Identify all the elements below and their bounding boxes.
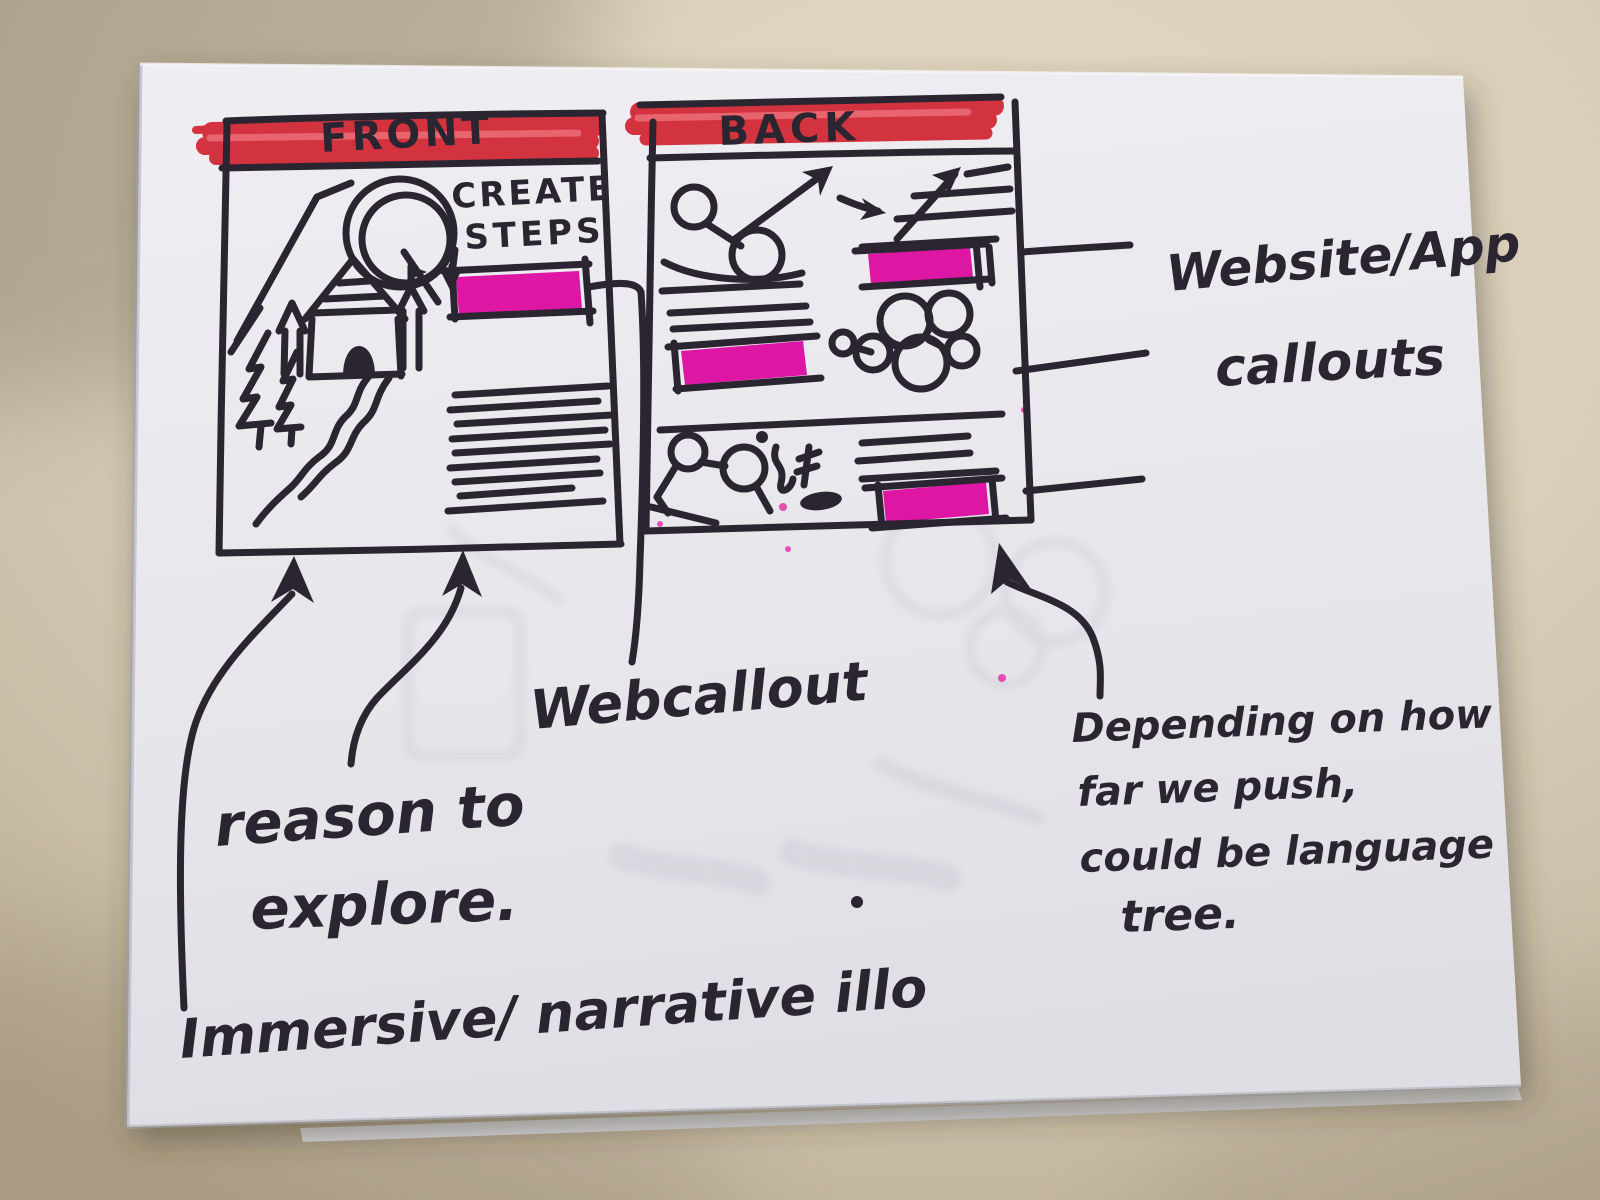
front-header-highlight bbox=[192, 116, 606, 165]
immersive-arrowhead bbox=[271, 556, 314, 603]
website-app-callouts-label-line2: callouts bbox=[1214, 327, 1447, 399]
depending-arrowhead bbox=[991, 543, 1031, 594]
squiggle-marks bbox=[771, 443, 797, 494]
castle-flag bbox=[411, 266, 427, 279]
front-panel-border bbox=[215, 109, 625, 557]
back-panel-title: BACK bbox=[718, 104, 861, 155]
reason-arrowhead bbox=[442, 550, 482, 597]
depending-note-line2: far we push, bbox=[1077, 760, 1359, 816]
ghost-bleedthrough-marks bbox=[403, 500, 1110, 895]
reason-to-explore-label-line2: explore. bbox=[249, 866, 519, 943]
create-steps-arrowhead bbox=[438, 266, 463, 292]
reason-arrow-line bbox=[347, 584, 465, 768]
depending-arrow-line bbox=[1003, 578, 1104, 700]
right-arrowhead bbox=[860, 198, 886, 220]
magenta-highlight-layer bbox=[456, 247, 1027, 682]
back-section-divider bbox=[656, 410, 1006, 434]
sun-icon bbox=[342, 175, 458, 291]
depending-note-line4: tree. bbox=[1120, 888, 1241, 943]
annotation-arrows bbox=[176, 279, 1104, 1012]
front-placeholder-text-lines bbox=[444, 382, 616, 515]
trend-arrow-doodle bbox=[731, 168, 830, 243]
paper-sheet bbox=[127, 64, 1521, 1127]
ink-drawing-layer bbox=[176, 93, 1150, 1012]
front-panel-title: FRONT bbox=[319, 107, 494, 162]
callout-line-3 bbox=[1022, 475, 1146, 495]
back-highlight-bar-1 bbox=[868, 247, 973, 284]
callout-line-1 bbox=[1018, 241, 1134, 256]
immersive-arrow-line bbox=[176, 590, 296, 1012]
people-doodle bbox=[667, 431, 709, 473]
back-bar1-outline bbox=[658, 238, 996, 295]
winding-path-icon bbox=[252, 370, 393, 528]
row3-dot bbox=[756, 431, 768, 443]
webcallout-connector-line bbox=[585, 279, 648, 666]
back-header-highlight bbox=[625, 96, 1004, 146]
castle-door bbox=[343, 346, 375, 376]
back-row3-doodles bbox=[647, 431, 1000, 527]
pink-specks bbox=[657, 407, 1027, 682]
create-steps-label-line2: STEPS bbox=[463, 211, 605, 258]
callout-connector-lines bbox=[1012, 241, 1150, 495]
pine-trees-icon bbox=[235, 329, 305, 451]
back-bar3-outline bbox=[861, 474, 1010, 532]
person-figure-doodle bbox=[670, 183, 718, 231]
ink-filled-shapes bbox=[271, 166, 1031, 908]
callout-line-2 bbox=[1012, 349, 1150, 375]
handwritten-text-layer: FRONT BACK CREATE STEPS Website/App call… bbox=[178, 104, 1523, 1071]
circle-cluster-doodle bbox=[828, 289, 981, 393]
trend-arrowhead bbox=[802, 166, 833, 196]
back-highlight-bar-3 bbox=[883, 482, 989, 523]
depending-note: Depending on how far we push, could be l… bbox=[1071, 691, 1495, 943]
ink-blob bbox=[800, 491, 842, 511]
paper-edge-shading bbox=[124, 62, 1522, 1129]
highlighter-layer bbox=[192, 96, 1004, 165]
back-highlight-bar-2 bbox=[681, 341, 807, 385]
chart-arrow-doodle bbox=[893, 170, 959, 243]
stray-ink-dot bbox=[851, 896, 863, 908]
paper-under-sheet bbox=[300, 1087, 1522, 1142]
chart-arrowhead bbox=[932, 167, 961, 198]
back-bar2-outline bbox=[664, 332, 825, 395]
create-steps-label-line1: CREATE bbox=[450, 169, 614, 217]
back-row2-text-lines bbox=[666, 302, 814, 333]
front-highlight-bar bbox=[456, 271, 582, 315]
